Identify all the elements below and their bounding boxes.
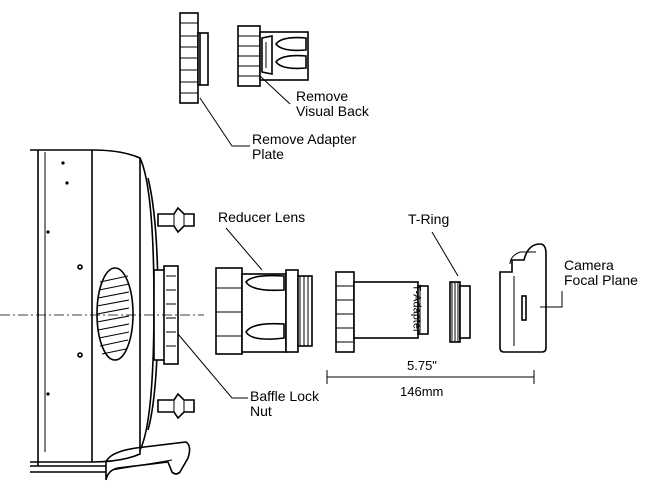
remove-visual-back-line1: Remove <box>296 88 349 104</box>
leader-camera <box>540 291 563 308</box>
dimension-line <box>326 370 535 384</box>
leader-reducer-lens <box>225 227 263 271</box>
t-ring-label: T-Ring <box>408 211 450 227</box>
baffle-lock-nut <box>153 206 195 420</box>
remove-adapter-plate-label: Remove Adapter Plate <box>252 132 356 162</box>
reducer-lens <box>215 267 313 355</box>
remove-adapter-plate-line1: Remove Adapter <box>252 131 357 147</box>
remove-adapter-plate-line2: Plate <box>252 146 284 162</box>
dimension-mm-label: 146mm <box>400 384 444 399</box>
leader-visual-back <box>259 75 291 105</box>
t-adapter <box>335 271 429 353</box>
reducer-lens-label: Reducer Lens <box>218 209 306 225</box>
camera-focal-plane-line1: Camera <box>564 257 614 273</box>
adapter-plate <box>179 12 209 104</box>
leader-t-ring <box>431 231 459 277</box>
leader-adapter-plate <box>199 97 250 147</box>
baffle-lock-nut-line1: Baffle Lock <box>250 388 320 404</box>
t-adapter-label: T-Adapter <box>410 284 423 333</box>
camera <box>499 243 547 353</box>
remove-visual-back-label: Remove Visual Back <box>296 89 369 119</box>
t-ring <box>449 281 471 343</box>
camera-focal-plane-line2: Focal Plane <box>564 272 638 288</box>
dimension-inches-label: 5.75" <box>407 358 437 373</box>
baffle-lock-nut-label: Baffle Lock Nut <box>250 389 319 419</box>
camera-focal-plane-label: Camera Focal Plane <box>564 258 638 288</box>
leader-baffle-lock-nut <box>177 333 248 399</box>
baffle-lock-nut-line2: Nut <box>250 403 272 419</box>
visual-back <box>237 25 309 87</box>
remove-visual-back-line2: Visual Back <box>296 103 369 119</box>
